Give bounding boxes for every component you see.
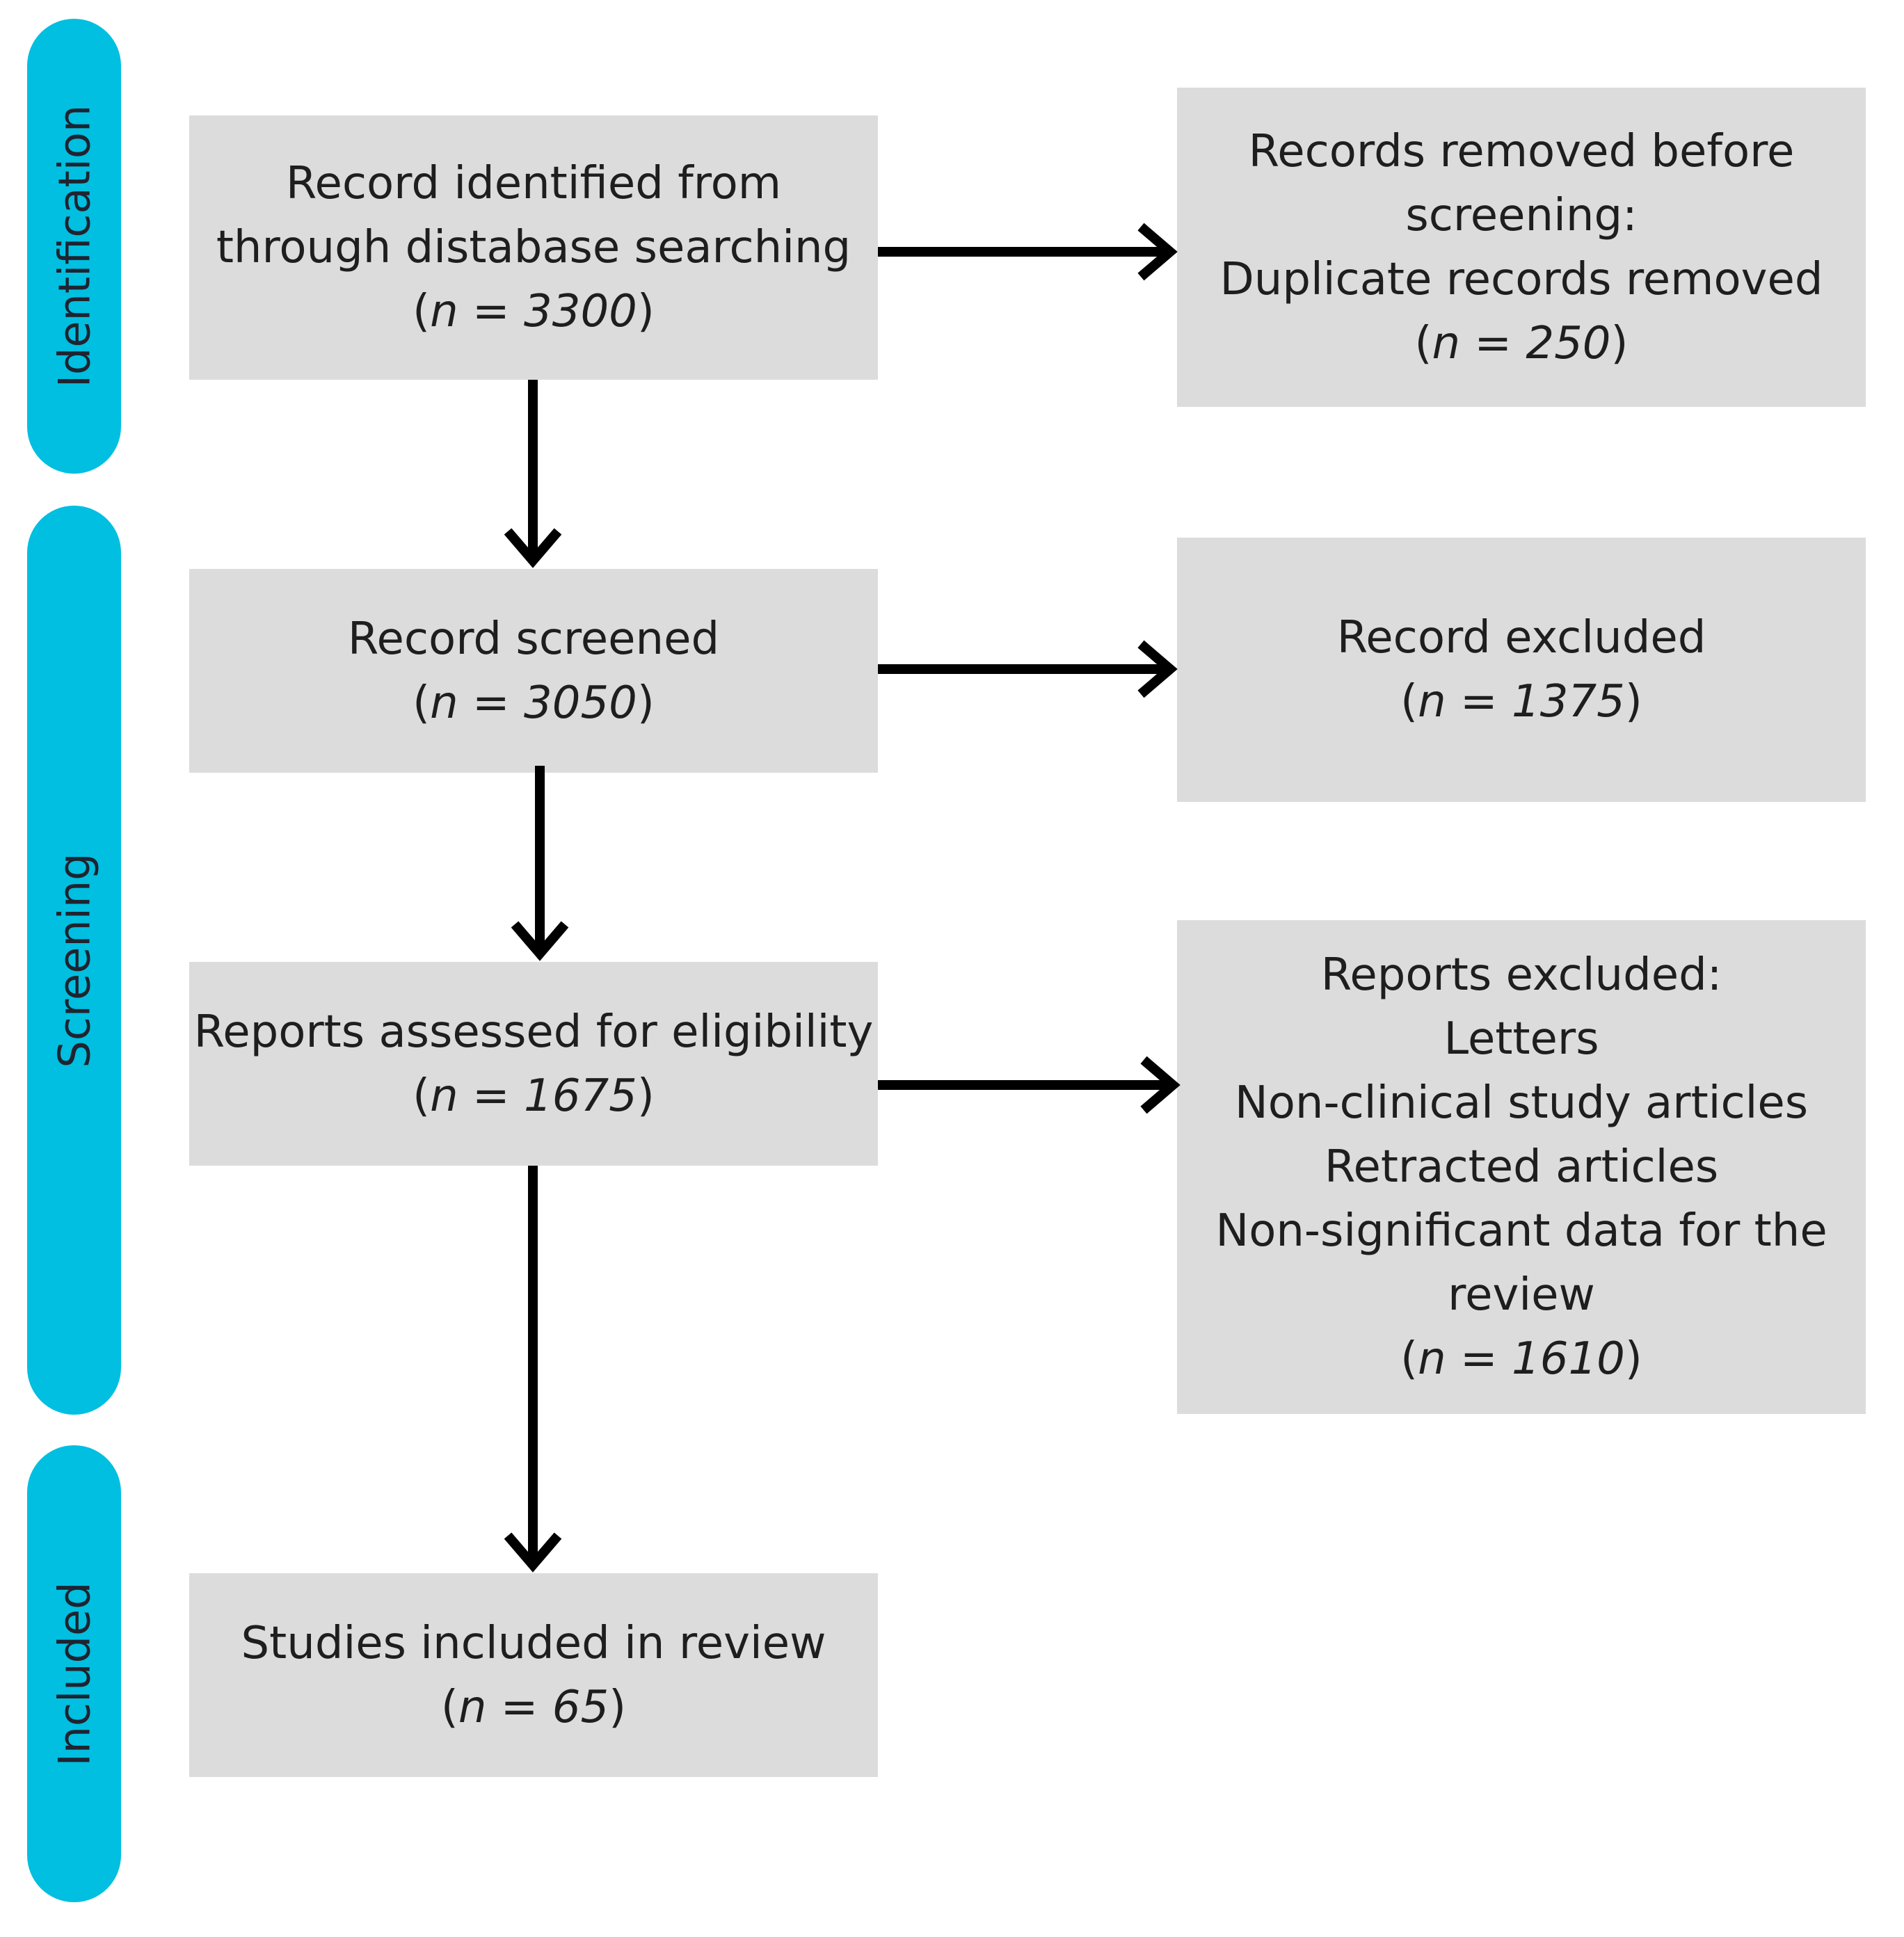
- box-line: Retracted articles: [1324, 1141, 1719, 1193]
- box-line: through distabase searching: [216, 222, 851, 273]
- arrow-identified-to-screened: [504, 380, 562, 568]
- count-value: n = 250: [1432, 317, 1611, 369]
- count-line: (n = 1610): [1400, 1333, 1642, 1385]
- box-records-excluded: Record excluded (n = 1375): [1177, 538, 1866, 802]
- box-line: screening:: [1405, 189, 1638, 241]
- box-line: Record identified from: [285, 158, 782, 209]
- count-value: n = 1675: [430, 1070, 637, 1122]
- arrow-identified-to-removed: [878, 223, 1178, 281]
- box-line: Reports excluded:: [1320, 949, 1722, 1001]
- count-value: n = 3050: [430, 677, 637, 729]
- box-line: Non-clinical study articles: [1234, 1077, 1809, 1129]
- box-line: Letters: [1443, 1013, 1599, 1065]
- phase-band-included: Included: [27, 1445, 121, 1902]
- box-studies-included: Studies included in review (n = 65): [189, 1573, 878, 1777]
- count-value: n = 1375: [1418, 676, 1625, 728]
- count-line: (n = 3300): [413, 286, 655, 337]
- box-line: review: [1448, 1269, 1595, 1321]
- count-line: (n = 3050): [413, 677, 655, 729]
- phase-band-identification: Identification: [27, 19, 121, 474]
- count-line: (n = 1675): [413, 1070, 655, 1122]
- box-line: Reports assessed for eligibility: [193, 1006, 874, 1058]
- box-records-screened: Record screened (n = 3050): [189, 569, 878, 773]
- phase-band-screening: Screening: [27, 506, 121, 1415]
- arrow-screened-to-assessed: [511, 766, 569, 961]
- arrow-assessed-to-reports-excluded: [878, 1056, 1181, 1114]
- box-line: Record excluded: [1336, 612, 1706, 664]
- box-line: Records removed before: [1248, 125, 1795, 177]
- box-line: Studies included in review: [241, 1617, 826, 1669]
- count-value: n = 65: [458, 1681, 609, 1733]
- box-reports-excluded: Reports excluded: Letters Non-clinical s…: [1177, 920, 1866, 1414]
- arrow-assessed-to-included: [504, 1166, 562, 1573]
- count-value: n = 1610: [1418, 1333, 1625, 1385]
- count-line: (n = 65): [440, 1681, 627, 1733]
- arrow-screened-to-excluded: [878, 640, 1178, 698]
- box-reports-assessed: Reports assessed for eligibility (n = 16…: [189, 962, 878, 1166]
- count-line: (n = 250): [1414, 317, 1629, 369]
- box-line: Duplicate records removed: [1219, 253, 1823, 305]
- box-records-removed: Records removed before screening: Duplic…: [1177, 88, 1866, 407]
- box-line: Record screened: [347, 613, 720, 665]
- count-value: n = 3300: [430, 286, 637, 337]
- box-line: Non-significant data for the: [1215, 1205, 1827, 1257]
- box-records-identified: Record identified from through distabase…: [189, 115, 878, 380]
- count-line: (n = 1375): [1400, 676, 1642, 728]
